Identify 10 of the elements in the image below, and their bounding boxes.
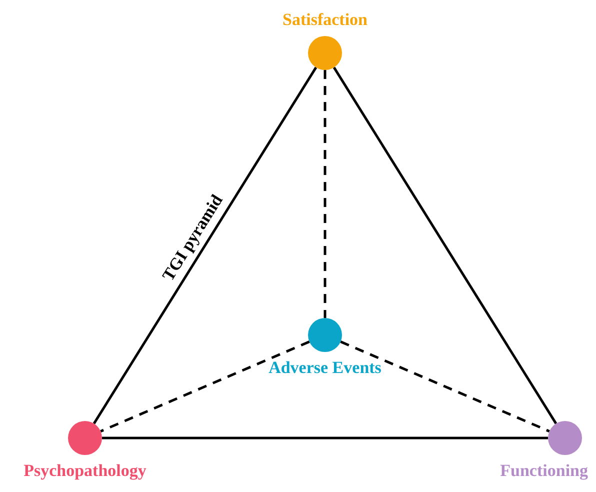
connector-line <box>92 66 318 424</box>
connector-line <box>332 66 558 424</box>
connector-line <box>100 340 310 432</box>
connector-line <box>324 70 326 318</box>
connector-line <box>340 340 550 432</box>
node-label: Functioning <box>500 461 588 481</box>
node-label: Adverse Events <box>268 358 382 378</box>
node-label: Psychopathology <box>24 461 146 481</box>
node-label: Satisfaction <box>282 10 368 30</box>
connector-line <box>102 436 548 440</box>
